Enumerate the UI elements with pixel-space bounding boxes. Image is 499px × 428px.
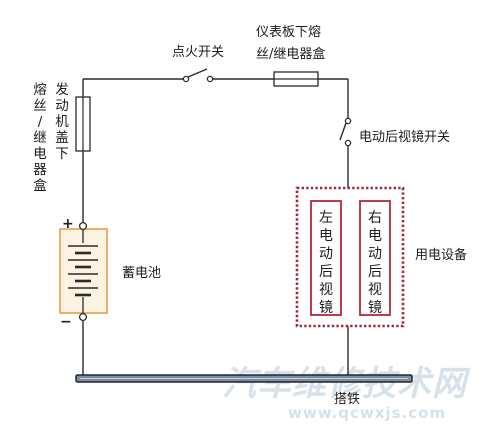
hood-fuse (75, 96, 91, 152)
dash-fuse-label-line1: 仪表板下熔 (256, 25, 321, 40)
dash-fuse (273, 71, 319, 87)
hood-fuse-label-line1: 发动机盖下 (55, 82, 69, 162)
left-mirror (310, 200, 342, 316)
watermark-main: 汽车维修技术网 (222, 364, 471, 404)
battery-label: 蓄电池 (122, 266, 161, 281)
hood-fuse-label-line2: 熔丝/继电器盒 (33, 82, 47, 194)
load-device-box (295, 186, 405, 328)
mirror-switch-label: 电动后视镜开关 (359, 130, 450, 145)
dash-fuse-label-line2: 丝/继电器盒 (256, 46, 325, 62)
circuit-wires (82, 78, 349, 375)
ignition-switch (182, 68, 214, 83)
load-device-label: 用电设备 (415, 247, 467, 263)
battery (59, 221, 108, 322)
right-mirror-label: 右电动后视镜 (368, 210, 382, 316)
ground-label: 搭铁 (334, 391, 360, 407)
right-mirror (359, 200, 391, 316)
battery-plus-label: + (62, 216, 74, 232)
battery-minus-label: − (60, 314, 72, 330)
watermark-url: www.qcwxjs.com (288, 404, 446, 422)
ignition-switch-label: 点火开关 (172, 45, 224, 60)
mirror-switch (339, 117, 352, 147)
ground-bus (75, 374, 413, 383)
watermark: 汽车维修技术网 www.qcwxjs.com (222, 364, 471, 422)
left-mirror-label: 左电动后视镜 (319, 210, 333, 316)
